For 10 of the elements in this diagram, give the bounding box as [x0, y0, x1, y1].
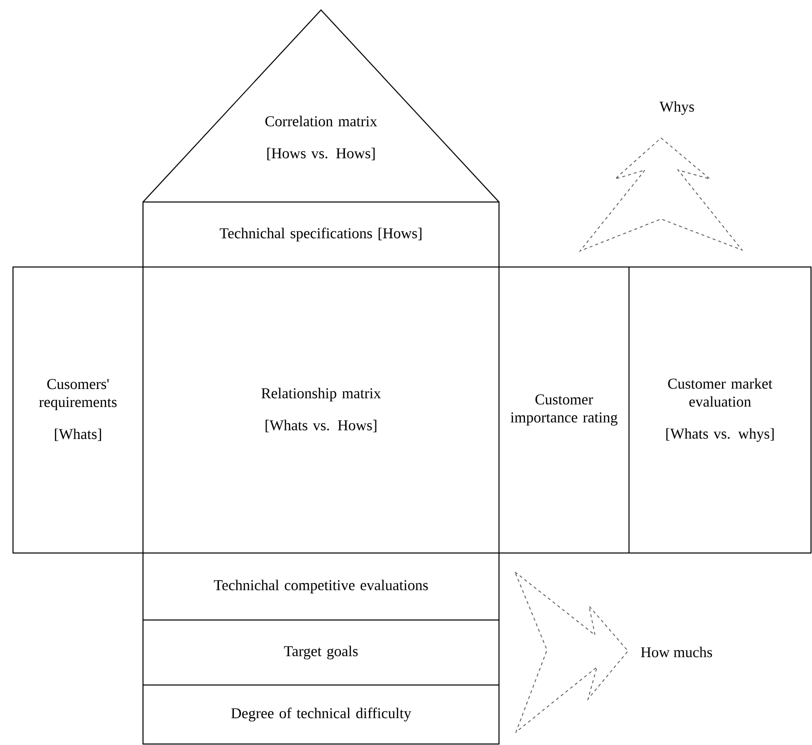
- direction-label: How muchs: [640, 646, 712, 658]
- direction-label: Whys: [660, 101, 694, 115]
- difficulty-row: Degree of technical difficulty: [142, 684, 500, 744]
- specification-box: Technichal specifications [Hows]: [142, 202, 500, 268]
- requirements-box: Cusomers' requirements [Whats]: [12, 266, 144, 554]
- goal-row: Target goals: [142, 620, 500, 686]
- evaluation-box: Customer market evaluation [Whats vs. whys]: [628, 266, 812, 554]
- matrix-box: Relationship matrix [Whats vs. Hows]: [142, 266, 500, 554]
- rating-box: Customer importance rating: [498, 266, 630, 554]
- evaluation-row: Technichal competitive evaluations: [142, 552, 500, 620]
